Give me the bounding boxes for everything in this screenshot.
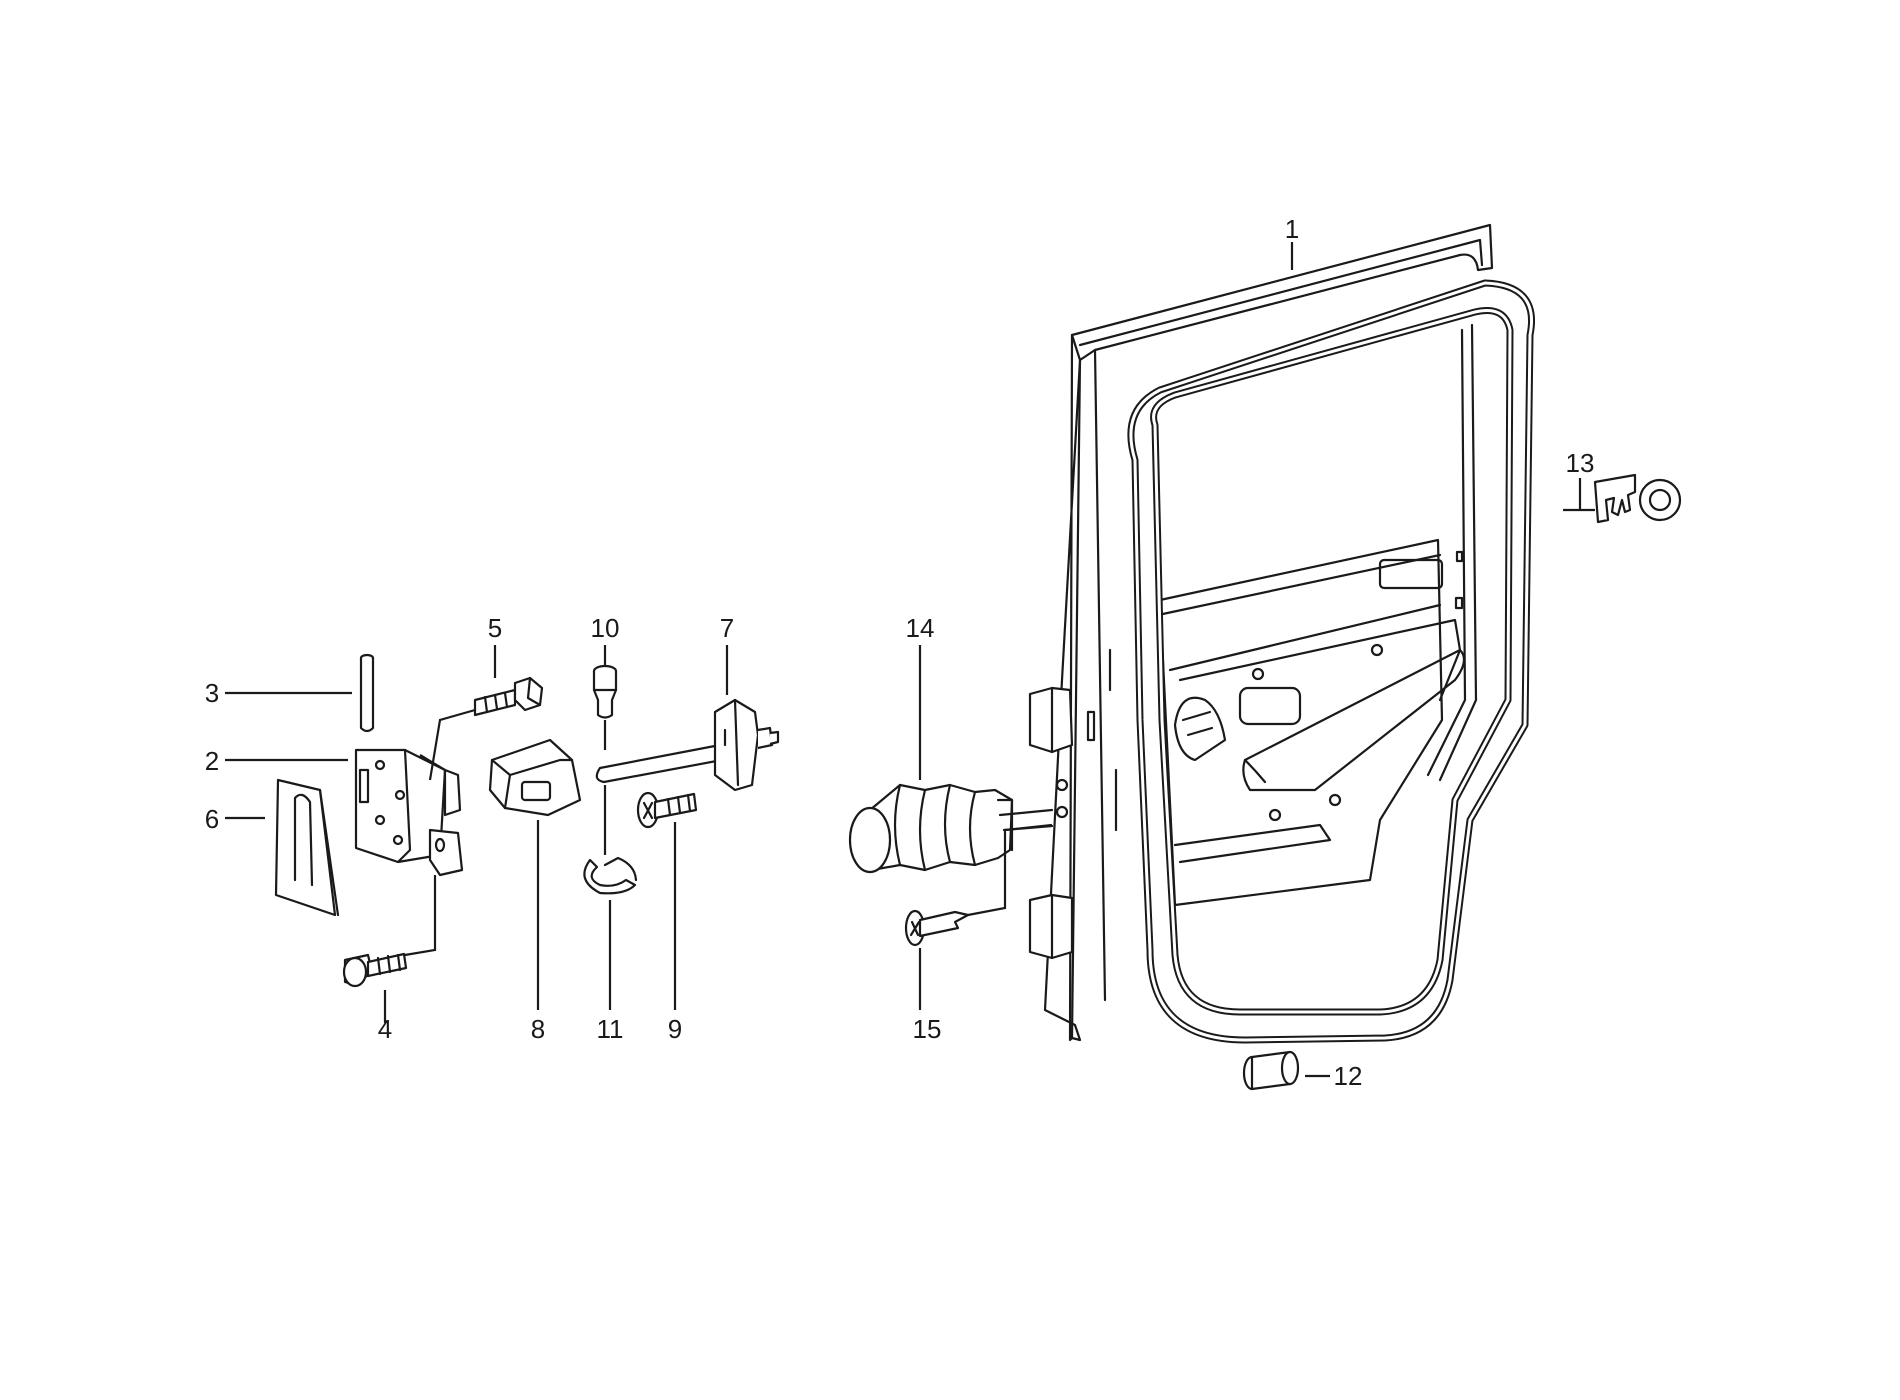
callout-13: 13 bbox=[1566, 448, 1595, 478]
leader-lines bbox=[225, 242, 1595, 1078]
door-check-strap bbox=[595, 698, 780, 855]
callout-3: 3 bbox=[205, 678, 219, 708]
stop-bracket bbox=[488, 738, 582, 817]
door-seal bbox=[1127, 279, 1682, 1044]
check-pin bbox=[592, 664, 618, 719]
callout-1: 1 bbox=[1285, 214, 1299, 244]
callout-14: 14 bbox=[906, 613, 935, 643]
door-shell bbox=[1028, 223, 1494, 1042]
rubber-boot bbox=[848, 783, 1054, 874]
screw-9 bbox=[636, 791, 698, 829]
callout-7: 7 bbox=[720, 613, 734, 643]
callout-8: 8 bbox=[531, 1014, 545, 1044]
callout-12: 12 bbox=[1334, 1061, 1363, 1091]
plug bbox=[1242, 1050, 1300, 1091]
bolt-4 bbox=[342, 952, 408, 988]
callout-10: 10 bbox=[591, 613, 620, 643]
callout-6: 6 bbox=[205, 804, 219, 834]
hinge bbox=[354, 708, 476, 957]
callout-2: 2 bbox=[205, 746, 219, 776]
callout-15: 15 bbox=[913, 1014, 942, 1044]
callout-4: 4 bbox=[378, 1014, 392, 1044]
bolt-5 bbox=[473, 676, 544, 717]
retaining-clip bbox=[583, 856, 638, 895]
callout-11: 11 bbox=[597, 1014, 624, 1044]
hinge-pin bbox=[359, 653, 375, 733]
callout-5: 5 bbox=[488, 613, 502, 643]
screw-15 bbox=[904, 823, 1053, 947]
callout-9: 9 bbox=[668, 1014, 682, 1044]
shim bbox=[274, 778, 340, 917]
